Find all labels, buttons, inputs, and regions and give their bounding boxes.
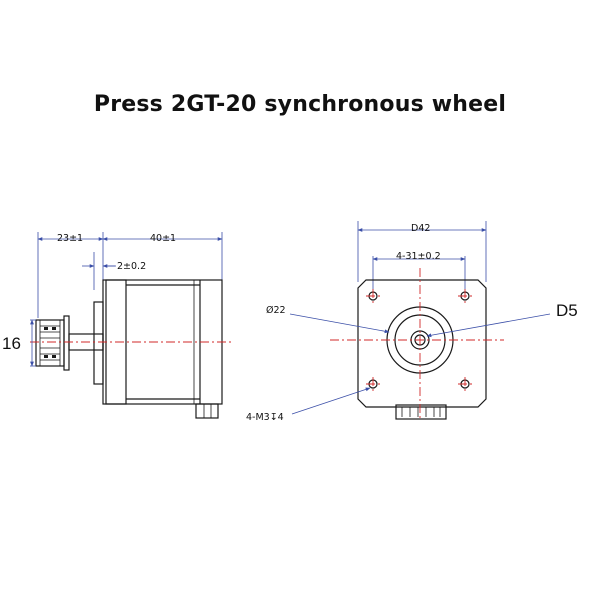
front-plate [357, 279, 487, 408]
dim-width-label: D42 [411, 223, 430, 234]
connector [395, 404, 447, 420]
dim-boss-dia-label: Ø22 [266, 305, 286, 316]
dim-body-label: 40±1 [150, 233, 176, 244]
side-view: 23±1 40±1 2±0.2 [2, 232, 232, 419]
page-title: Press 2GT-20 synchronous wheel [93, 92, 507, 117]
boss [93, 301, 104, 385]
dim-hole-spacing-label: 4-31±0.2 [396, 251, 441, 262]
pulley [35, 315, 70, 371]
dim-shaft-label: D5 [556, 301, 578, 320]
mounting-holes [366, 289, 472, 391]
dim-height-label: 16 [2, 334, 21, 353]
front-view: D42 4-31±0.2 [246, 221, 578, 423]
dim-pulley-label: 23±1 [57, 233, 83, 244]
dim-boss-label: 2±0.2 [117, 261, 146, 272]
dim-screws-label: 4-M3↧4 [246, 412, 284, 423]
motor-body [102, 279, 223, 419]
